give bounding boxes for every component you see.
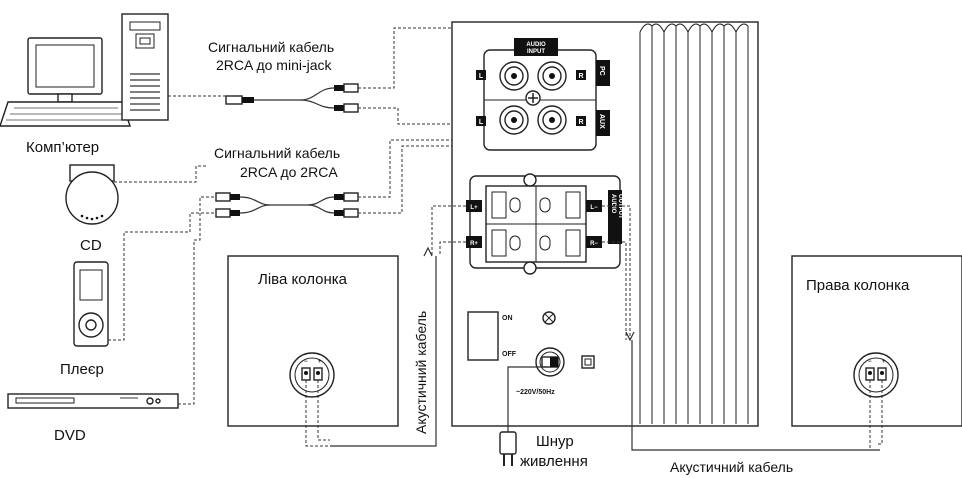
audio-input-label-line1: AUDIO — [526, 42, 546, 48]
media-player-icon — [73, 261, 109, 347]
power-cord-label-line2: живлення — [520, 453, 588, 470]
signal-cable-2-label-line1: Сигнальний кабель — [214, 145, 340, 161]
fuse-icon — [542, 311, 556, 325]
input-pc-label: PC — [598, 66, 605, 76]
input-aux-right-label: R — [578, 119, 583, 126]
dvd-label: DVD — [54, 427, 86, 444]
power-cord-icon — [499, 366, 546, 466]
audio-input-label-line2: INPUT — [527, 49, 545, 55]
speaker-cable-bottom-label: Акустичний кабель — [670, 459, 793, 475]
power-switch-icon — [467, 311, 499, 361]
power-inlet-icon — [535, 347, 595, 377]
input-pc-right-label: R — [578, 73, 583, 80]
left-speaker-box — [227, 255, 399, 427]
right-speaker-label: Права колонка — [806, 277, 910, 294]
input-aux-label: AUX — [598, 114, 605, 129]
computer-icon — [0, 13, 169, 127]
audio-output-panel — [466, 173, 622, 275]
player-label: Плеєр — [60, 361, 104, 378]
output-l-plus-label: L+ — [470, 205, 478, 211]
speaker-cables — [305, 205, 883, 451]
input-pc-left-label: L — [479, 73, 484, 80]
computer-label: Комп’ютер — [26, 139, 99, 156]
output-r-minus-label: R− — [590, 241, 598, 247]
signal-cable-2-label-line2: 2RCA до 2RCA — [240, 164, 338, 180]
signal-cable-1-label-line2: 2RCA до mini-jack — [216, 57, 333, 73]
right-speaker-plus: + — [882, 359, 886, 365]
switch-off-label: OFF — [502, 351, 517, 358]
cd-label: CD — [80, 237, 102, 254]
left-speaker-minus: − — [304, 359, 308, 365]
voltage-label: ~220V/50Hz — [516, 389, 555, 396]
speaker-cable-vertical-label: Акустичний кабель — [413, 311, 429, 434]
signal-cable-rca — [215, 192, 359, 218]
cd-player-icon — [65, 164, 119, 225]
signal-cable-1-label-line1: Сигнальний кабель — [208, 39, 334, 55]
right-speaker-box — [791, 255, 962, 427]
audio-output-label-line1: AUDIO — [610, 194, 616, 214]
output-r-plus-label: R+ — [470, 241, 478, 247]
output-l-minus-label: L− — [590, 205, 598, 211]
audio-input-panel — [476, 38, 610, 151]
dvd-player-icon — [7, 393, 179, 409]
input-aux-left-label: L — [479, 119, 484, 126]
switch-on-label: ON — [502, 315, 513, 322]
signal-cable-minijack — [225, 83, 359, 113]
right-speaker-minus: − — [868, 359, 872, 365]
power-cord-label-line1: Шнур — [536, 433, 574, 450]
left-speaker-plus: + — [318, 359, 322, 365]
left-speaker-label: Ліва колонка — [258, 271, 348, 288]
